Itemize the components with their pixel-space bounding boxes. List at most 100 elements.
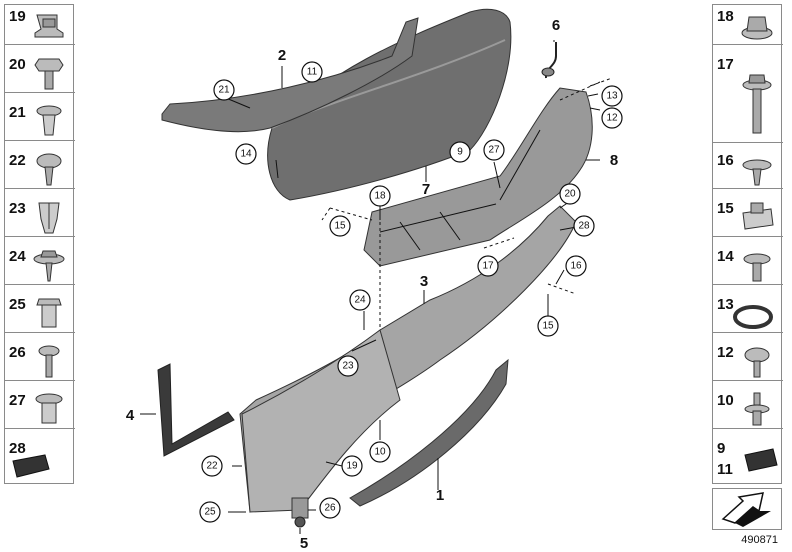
pan-screw-icon xyxy=(744,347,770,378)
legend-item-22: 22 xyxy=(5,149,75,189)
legend-item-27: 27 xyxy=(5,389,75,429)
legend-item-19: 19 xyxy=(5,5,75,45)
legend-number-bottom: 11 xyxy=(717,461,733,478)
long-bolt-icon xyxy=(742,74,772,134)
legend-item-9-11: 9 11 xyxy=(713,437,783,483)
legend-item-13: 13 xyxy=(713,293,783,333)
sealing-ring-icon xyxy=(733,305,773,329)
reference-number: 490871 xyxy=(741,534,778,546)
callout-15-lower: 15 xyxy=(537,315,559,337)
svg-text:26: 26 xyxy=(324,503,336,514)
svg-text:10: 10 xyxy=(374,447,386,458)
legend-number: 23 xyxy=(9,200,26,217)
svg-text:9: 9 xyxy=(457,147,463,158)
svg-text:20: 20 xyxy=(564,189,576,200)
legend-item-26: 26 xyxy=(5,341,75,381)
legend-item-25: 25 xyxy=(5,293,75,333)
svg-text:27: 27 xyxy=(488,145,500,156)
flange-screw-icon xyxy=(33,250,65,282)
legend-item-17: 17 xyxy=(713,53,783,143)
svg-text:19: 19 xyxy=(346,461,358,472)
part-label-2: 2 xyxy=(278,47,286,64)
callout-21: 21 xyxy=(213,79,235,101)
legend-item-14: 14 xyxy=(713,245,783,285)
callout-28: 28 xyxy=(573,215,595,237)
svg-text:12: 12 xyxy=(606,113,618,124)
svg-text:11: 11 xyxy=(307,67,318,78)
washer-screw-icon xyxy=(743,253,771,282)
legend-item-23: 23 xyxy=(5,197,75,237)
legend-item-15: 15 xyxy=(713,197,783,237)
callout-14: 14 xyxy=(235,143,257,165)
left-legend-panel: 19 20 21 22 23 24 25 26 27 28 xyxy=(4,4,75,484)
legend-item-12: 12 xyxy=(713,341,783,381)
hex-bolt-icon xyxy=(34,58,64,90)
legend-item-16: 16 xyxy=(713,149,783,189)
torx-screw-icon xyxy=(38,345,60,378)
legend-item-20: 20 xyxy=(5,53,75,93)
legend-number: 16 xyxy=(717,152,734,169)
legend-number: 21 xyxy=(9,104,26,121)
part-label-3: 3 xyxy=(420,273,428,290)
part-4-seal xyxy=(157,363,235,457)
part-label-1: 1 xyxy=(436,487,444,504)
svg-text:28: 28 xyxy=(578,221,590,232)
callout-26: 26 xyxy=(319,497,341,519)
legend-number-top: 9 xyxy=(717,440,726,457)
legend-number: 26 xyxy=(9,344,26,361)
callout-18: 18 xyxy=(369,185,391,207)
part-3-lower-panel xyxy=(241,329,401,513)
svg-text:17: 17 xyxy=(482,261,494,272)
legend-item-24: 24 xyxy=(5,245,75,285)
legend-number: 22 xyxy=(9,152,26,169)
svg-text:18: 18 xyxy=(374,191,386,202)
callout-11: 11 xyxy=(301,61,323,83)
callout-24: 24 xyxy=(349,289,371,311)
part-5-clip xyxy=(291,497,309,519)
legend-number: 24 xyxy=(9,248,26,265)
part-label-7: 7 xyxy=(422,181,430,198)
svg-text:22: 22 xyxy=(206,461,218,472)
right-legend-panel: 18 17 16 15 14 13 12 10 9 11 xyxy=(712,4,783,484)
legend-number: 18 xyxy=(717,8,734,25)
callout-27: 27 xyxy=(483,139,505,161)
part-2-trim-strip xyxy=(161,17,419,133)
callout-13: 13 xyxy=(601,85,623,107)
flange-nut-icon xyxy=(741,16,773,40)
callout-25: 25 xyxy=(199,501,221,523)
callout-22: 22 xyxy=(201,455,223,477)
legend-number: 13 xyxy=(717,296,734,313)
legend-number: 27 xyxy=(9,392,26,409)
screw-icon xyxy=(36,153,62,186)
legend-number: 19 xyxy=(9,8,26,25)
plastic-clip-icon xyxy=(38,202,60,234)
legend-number: 12 xyxy=(717,344,734,361)
callout-19: 19 xyxy=(341,455,363,477)
callout-17: 17 xyxy=(477,255,499,277)
legend-item-21: 21 xyxy=(5,101,75,141)
part-label-4: 4 xyxy=(126,407,135,424)
spreader-nut-icon xyxy=(35,393,63,424)
legend-item-18: 18 xyxy=(713,5,783,45)
part-1-lower-strip xyxy=(349,358,509,507)
threaded-insert-icon xyxy=(36,298,62,328)
svg-text:14: 14 xyxy=(240,149,252,160)
callout-10: 10 xyxy=(369,441,391,463)
svg-text:24: 24 xyxy=(354,295,366,306)
callout-23: 23 xyxy=(337,355,359,377)
svg-text:16: 16 xyxy=(570,261,582,272)
callout-12: 12 xyxy=(601,107,623,129)
part-8-frame xyxy=(363,87,593,267)
foam-pad-icon xyxy=(744,448,778,472)
legend-number: 17 xyxy=(717,56,734,73)
legend-item-10: 10 xyxy=(713,389,783,429)
svg-text:15: 15 xyxy=(334,221,346,232)
legend-item-28: 28 xyxy=(5,437,75,478)
svg-text:21: 21 xyxy=(218,85,230,96)
short-screw-icon xyxy=(742,159,772,186)
cage-nut-icon xyxy=(742,202,774,230)
legend-number: 10 xyxy=(717,392,734,409)
callout-9: 9 xyxy=(449,141,471,163)
clip-nut-icon xyxy=(34,14,64,38)
svg-text:13: 13 xyxy=(606,91,618,102)
